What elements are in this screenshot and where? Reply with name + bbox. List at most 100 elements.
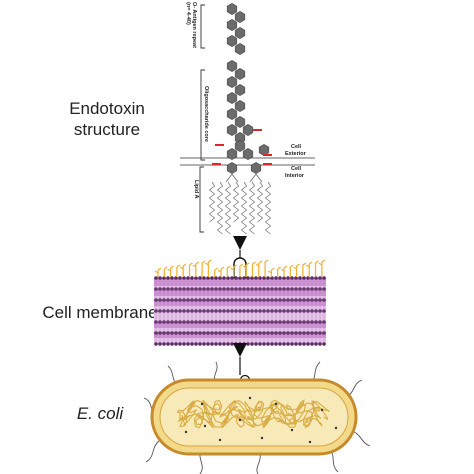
lipid-head <box>290 276 294 280</box>
lipid-head <box>230 276 234 280</box>
lps-branch <box>271 267 275 271</box>
cell-interior-label: Cell Interior <box>285 166 304 179</box>
lipid-head <box>206 276 210 280</box>
lps-branch <box>242 265 247 269</box>
lipid-head <box>158 342 162 346</box>
sugar-hexagon <box>226 124 238 136</box>
lps-branch <box>277 266 282 270</box>
lps-branch <box>252 261 256 265</box>
lipid-head <box>226 276 230 280</box>
lipid-head <box>294 276 298 280</box>
sugar-hexagon <box>242 124 254 136</box>
lipid-link <box>231 173 239 183</box>
lps-branch <box>305 264 310 268</box>
lps-branch <box>163 266 168 270</box>
lps-branch <box>179 266 184 270</box>
lipid-link <box>255 173 263 183</box>
lipid-a-bracket <box>199 166 204 233</box>
connector-bottom <box>233 343 251 386</box>
lipid-head <box>270 276 274 280</box>
ribosome-dot <box>200 402 204 406</box>
ribosome-dot <box>334 426 338 430</box>
lps-branch <box>226 265 231 269</box>
lipid-head <box>266 276 270 280</box>
lipid-head <box>318 276 322 280</box>
lipid-head <box>322 276 326 280</box>
oligosaccharide-bracket <box>200 69 205 161</box>
lipid-head <box>198 342 202 346</box>
lipid-head <box>310 342 314 346</box>
red-markers <box>212 129 272 165</box>
lps-branch <box>230 267 234 271</box>
lipid-head <box>166 276 170 280</box>
lipid-head <box>206 342 210 346</box>
sugar-hexagon <box>250 162 262 174</box>
ribosome-dot <box>320 408 324 412</box>
lipid-head <box>274 276 278 280</box>
lipid-head <box>302 276 306 280</box>
lipid-head <box>234 276 238 280</box>
ribosome-dot <box>274 402 278 406</box>
lipid-head <box>154 276 158 280</box>
o-antigen-bracket <box>200 4 205 49</box>
endotoxin-label-line1: Endotoxin <box>69 99 145 118</box>
dna-strand <box>176 398 330 429</box>
sugar-hexagon <box>234 27 246 39</box>
lipid-link <box>225 173 233 183</box>
sugar-hexagon <box>226 19 238 31</box>
lipid-head <box>166 342 170 346</box>
lipid-head <box>278 342 282 346</box>
lipid-head <box>182 342 186 346</box>
lps-branch <box>205 262 209 266</box>
sugar-hexagon <box>226 3 238 15</box>
lipid-head <box>214 276 218 280</box>
ribosome-dots <box>184 396 338 444</box>
lipid-head <box>274 342 278 346</box>
lipid-head <box>318 342 322 346</box>
sugar-hexagon <box>234 43 246 55</box>
lipid-head <box>182 276 186 280</box>
lipid-head <box>218 342 222 346</box>
sugar-hexagon <box>226 92 238 104</box>
lipid-head <box>282 276 286 280</box>
sugar-hexagon <box>234 100 246 112</box>
sugar-hexagon <box>234 84 246 96</box>
lipid-head <box>238 276 242 280</box>
lps-branch <box>258 260 263 264</box>
sugar-hexagon <box>226 162 238 174</box>
lps-branch <box>315 260 319 264</box>
lps-branch <box>182 263 187 267</box>
lipid-head <box>290 342 294 346</box>
lps-branch <box>176 264 181 268</box>
lipid-head <box>186 276 190 280</box>
lps-branch <box>189 262 193 266</box>
lps-branch <box>318 262 323 266</box>
lipid-head <box>218 276 222 280</box>
lps-branch <box>192 264 197 268</box>
sugar-hexagon <box>226 148 238 160</box>
dna-loop <box>176 399 329 429</box>
sugar-hexagon <box>258 144 270 156</box>
lipid-head <box>266 342 270 346</box>
lipid-head <box>322 342 326 346</box>
lipid-head <box>302 342 306 346</box>
lipid-head <box>250 276 254 280</box>
lps-branch <box>154 270 159 274</box>
lps-branch <box>255 263 260 267</box>
cell-membrane-label: Cell membrane <box>42 303 158 322</box>
fatty-acid-tail <box>240 181 248 235</box>
lipid-head <box>286 276 290 280</box>
lipid-head <box>270 342 274 346</box>
lps-branch <box>268 270 272 274</box>
lipid-head <box>314 276 318 280</box>
fatty-acid-tail <box>216 181 224 235</box>
lps-branch <box>308 261 313 265</box>
cell-membrane-diagram <box>154 259 326 346</box>
lipid-head <box>162 276 166 280</box>
lipid-head <box>262 276 266 280</box>
lipid-head <box>186 342 190 346</box>
lipid-head <box>254 276 258 280</box>
lipid-head <box>202 276 206 280</box>
lipid-head <box>162 342 166 346</box>
lipid-head <box>258 276 262 280</box>
